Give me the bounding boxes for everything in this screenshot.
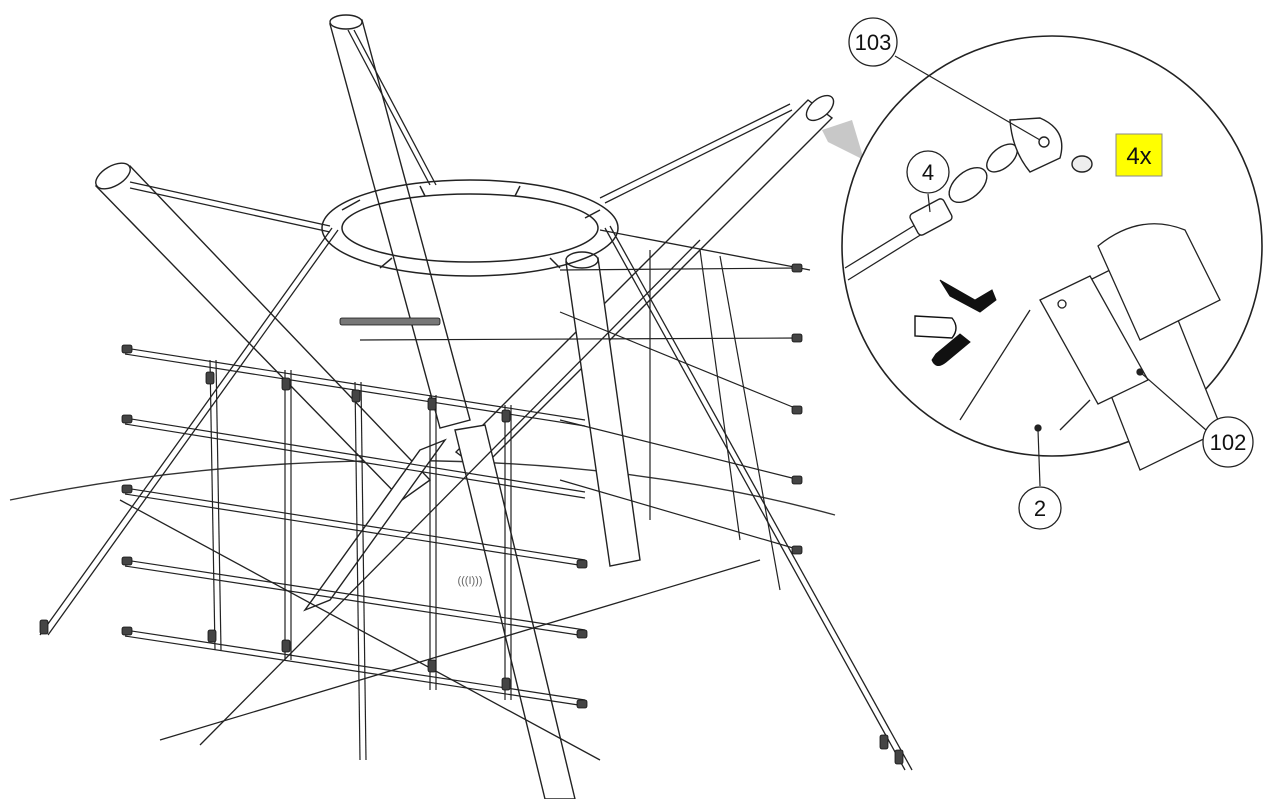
leader-102 [1139,371,1207,431]
rope-clamps [39,263,904,765]
leader-4 [927,193,931,213]
detail-leader [822,120,864,160]
leader-103 [894,55,1041,141]
hand-wrench-icon [914,279,997,366]
quantity-badge: 4x [1115,133,1163,177]
pipe-part [959,223,1223,471]
callout-2: 2 [1018,486,1062,530]
callout-103: 103 [848,17,898,67]
top-ring [321,179,619,277]
callout-102-label: 102 [1210,430,1247,455]
center-mark: (((I))) [457,575,482,587]
callout-102: 102 [1202,416,1254,468]
quantity-label: 4x [1126,143,1151,170]
net-grid [124,249,801,761]
shackle-part [948,117,1093,203]
main-posts [94,14,835,799]
callout-4-label: 4 [922,160,934,185]
callout-103-label: 103 [855,30,892,55]
guy-ropes [39,29,913,771]
leader-2 [1037,429,1041,487]
detail-circle [841,35,1263,487]
callout-4: 4 [906,150,950,194]
callout-2-label: 2 [1034,496,1046,521]
